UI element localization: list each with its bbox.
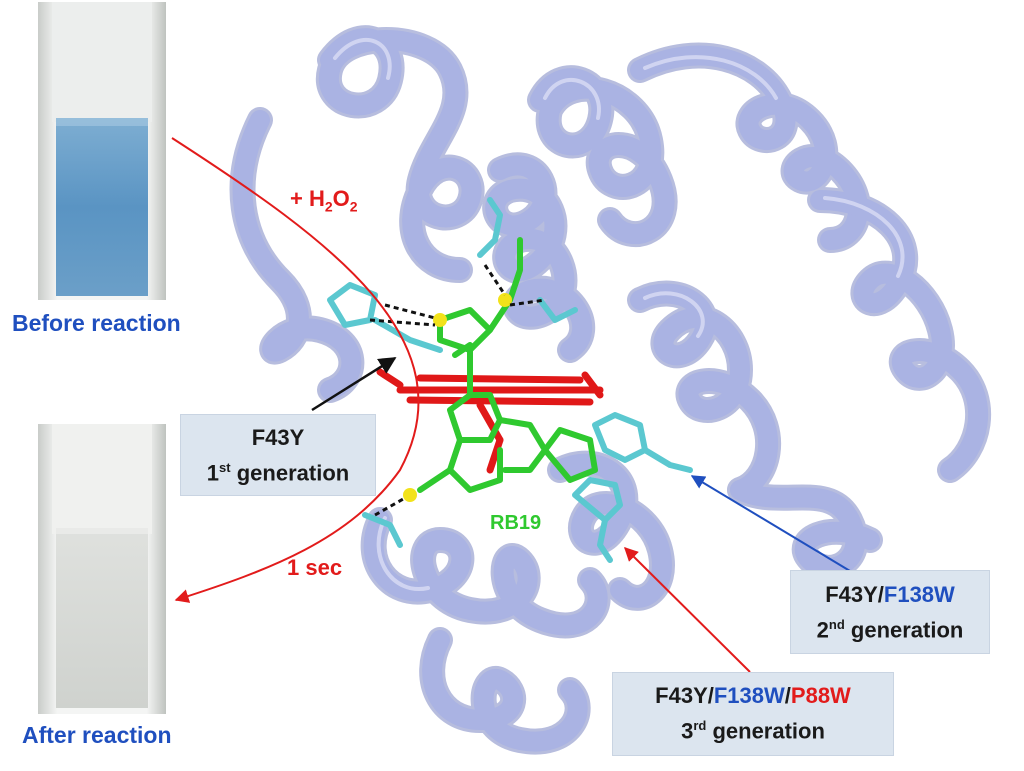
reaction-curve-arrow — [171, 137, 420, 603]
sulfonate-groups — [403, 293, 512, 502]
third-generation-pointer — [624, 547, 751, 673]
residue-sidechains — [327, 197, 693, 563]
third-generation-mutation: F43Y/F138W/P88W — [613, 681, 893, 711]
second-mutation-b: F138W — [883, 582, 955, 607]
second-generation-pointer — [690, 475, 866, 581]
reagent-prefix: + H — [290, 186, 325, 211]
reagent-sub1: 2 — [324, 198, 333, 215]
before-reaction-caption: Before reaction — [12, 310, 181, 336]
heme-group — [376, 368, 604, 474]
second-generation-word: generation — [850, 617, 964, 643]
third-ordinal: 3 — [681, 718, 694, 744]
second-generation-mutation: F43Y/F138W — [791, 580, 989, 610]
third-mutation-a: F43Y/ — [655, 683, 714, 708]
hydrogen-bonds — [369, 264, 546, 517]
third-generation-word: generation — [712, 718, 825, 744]
second-generation-box: F43Y/F138W 2nd generation — [790, 570, 990, 654]
first-generation-label: 1st generation — [181, 453, 375, 488]
third-mutation-b: F138W — [713, 683, 785, 708]
first-ordinal: 1 — [206, 460, 220, 486]
rb19-label: RB19 — [490, 512, 542, 534]
reagent-label: + H2O2 — [290, 186, 358, 214]
second-mutation-a: F43Y/ — [825, 582, 884, 607]
reagent-mid: O — [332, 186, 350, 211]
first-generation-box: F43Y 1st generation — [180, 414, 376, 496]
first-ordinal-suffix: st — [219, 460, 231, 475]
third-generation-box: F43Y/F138W/P88W 3rd generation — [612, 672, 894, 756]
protein-ribbon — [229, 25, 992, 755]
first-generation-mutation: F43Y — [251, 425, 305, 450]
reaction-time: 1 sec — [287, 555, 343, 580]
third-generation-label: 3rd generation — [613, 711, 893, 746]
first-generation-pointer — [311, 356, 397, 412]
cuvette-after — [38, 424, 166, 714]
third-mutation-c: / — [784, 683, 791, 708]
after-reaction-caption: After reaction — [22, 722, 172, 748]
rb19-ligand — [417, 237, 598, 493]
third-ordinal-suffix: rd — [693, 718, 707, 733]
second-ordinal: 2 — [816, 617, 829, 643]
reagent-sub2: 2 — [349, 198, 358, 215]
cuvette-before — [38, 2, 166, 300]
second-ordinal-suffix: nd — [828, 617, 845, 632]
second-generation-label: 2nd generation — [791, 610, 989, 645]
first-generation-word: generation — [236, 460, 350, 486]
third-mutation-d: P88W — [790, 683, 851, 708]
